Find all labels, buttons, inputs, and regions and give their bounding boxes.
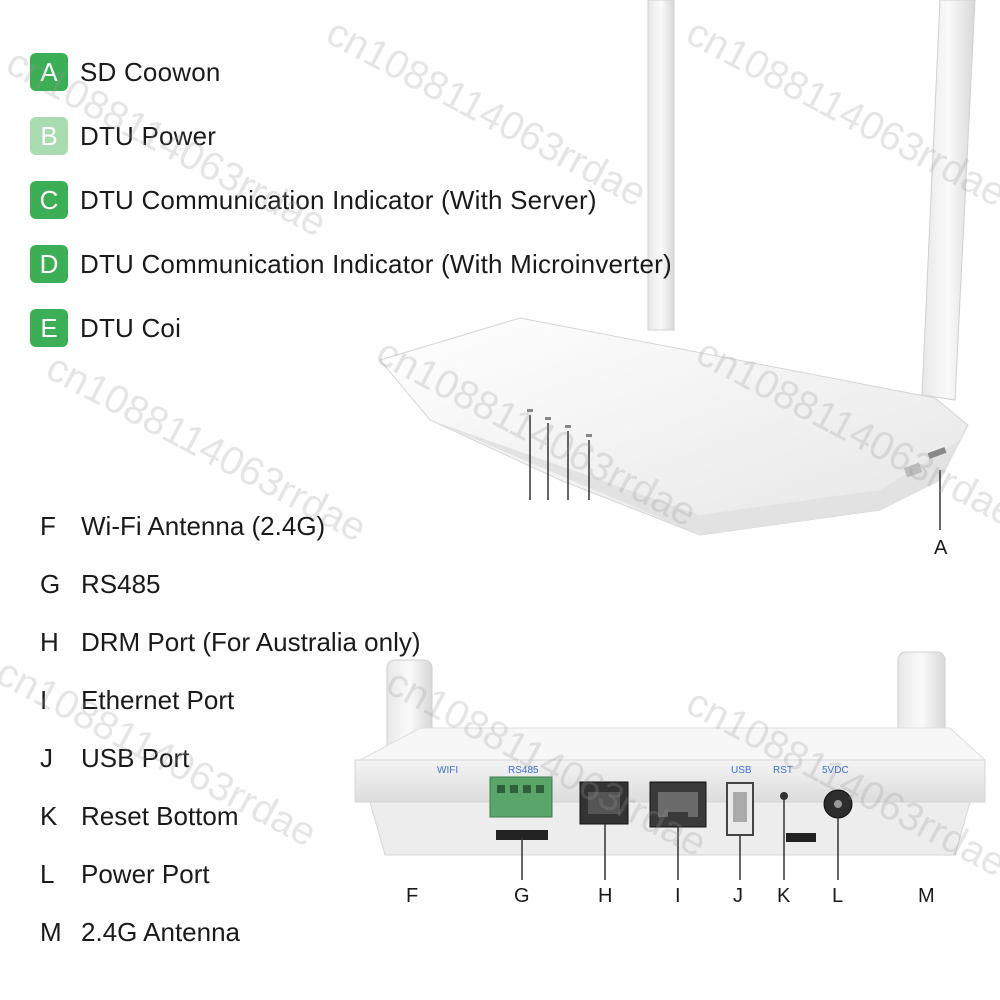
legend-item-h: H DRM Port (For Australia only): [40, 613, 560, 671]
top-legend: A SD Coowon B DTU Power C DTU Communicat…: [30, 40, 790, 360]
badge-c: C: [30, 181, 68, 219]
rs485-terminal: [489, 776, 553, 818]
legend-text-m: 2.4G Antenna: [81, 916, 241, 947]
legend-letter-l: L: [40, 858, 55, 889]
top-device: [379, 0, 976, 536]
legend-text-l: Power Port: [81, 858, 210, 889]
callout-k: K: [777, 885, 791, 907]
legend-item-i: I Ethernet Port: [40, 671, 560, 729]
legend-letter-k: K: [40, 800, 58, 831]
legend-item-k: K Reset Bottom: [40, 787, 560, 845]
badge-e: E: [30, 309, 68, 347]
callout-m: M: [918, 885, 935, 907]
legend-text-e: DTU Coi: [80, 312, 182, 343]
legend-text-h: DRM Port (For Australia only): [81, 626, 421, 657]
legend-text-k: Reset Bottom: [81, 800, 239, 831]
legend-text-f: Wi-Fi Antenna (2.4G): [81, 510, 326, 541]
legend-letter-i: I: [40, 684, 48, 715]
callout-i: I: [675, 885, 681, 907]
legend-item-e: E DTU Coi: [30, 296, 790, 360]
callout-l: L: [832, 885, 844, 907]
port-label-rs485: RS485: [508, 765, 539, 776]
legend-item-m: M 2.4G Antenna: [40, 903, 560, 961]
legend-text-g: RS485: [81, 568, 161, 599]
port-label-reset: RST: [773, 765, 793, 776]
legend-letter-j: J: [40, 742, 53, 773]
legend-text-j: USB Port: [81, 742, 190, 773]
top-antenna-left: [647, 0, 675, 331]
callout-h: H: [598, 885, 613, 907]
callout-f: F: [406, 885, 419, 907]
legend-item-c: C DTU Communication Indicator (With Serv…: [30, 168, 790, 232]
legend-text-c: DTU Communication Indicator (With Server…: [80, 184, 597, 215]
legend-item-j: J USB Port: [40, 729, 560, 787]
bottom-device: [354, 651, 987, 880]
port-label-power: 5VDC: [822, 765, 849, 776]
legend-item-a: A SD Coowon: [30, 40, 790, 104]
badge-d: D: [30, 245, 68, 283]
callout-a: A: [934, 537, 948, 559]
legend-item-g: G RS485: [40, 555, 560, 613]
legend-letter-m: M: [40, 916, 62, 947]
usb-port: [726, 782, 754, 836]
legend-letter-f: F: [40, 510, 56, 541]
port-label-wifi: WIFI: [437, 765, 459, 776]
legend-letter-g: G: [40, 568, 61, 599]
legend-letter-h: H: [40, 626, 59, 657]
legend-text-a: SD Coowon: [80, 56, 221, 87]
top-device-leds: [527, 409, 592, 437]
legend-text-i: Ethernet Port: [81, 684, 235, 715]
sd-slot: [927, 447, 947, 459]
badge-a: A: [30, 53, 68, 91]
callout-j: J: [733, 885, 743, 907]
legend-text-d: DTU Communication Indicator (With Microi…: [80, 248, 672, 279]
callout-g: G: [514, 885, 530, 907]
legend-item-f: F Wi-Fi Antenna (2.4G): [40, 497, 560, 555]
reset-hole: [780, 792, 788, 800]
legend-item-l: L Power Port: [40, 845, 560, 903]
legend-item-d: D DTU Communication Indicator (With Micr…: [30, 232, 790, 296]
port-label-usb: USB: [731, 765, 752, 776]
top-antenna-right: [921, 0, 976, 401]
legend-item-b: B DTU Power: [30, 104, 790, 168]
badge-b: B: [30, 117, 68, 155]
legend-text-b: DTU Power: [80, 120, 217, 151]
bottom-legend: F Wi-Fi Antenna (2.4G) G RS485 H DRM Por…: [40, 497, 560, 961]
